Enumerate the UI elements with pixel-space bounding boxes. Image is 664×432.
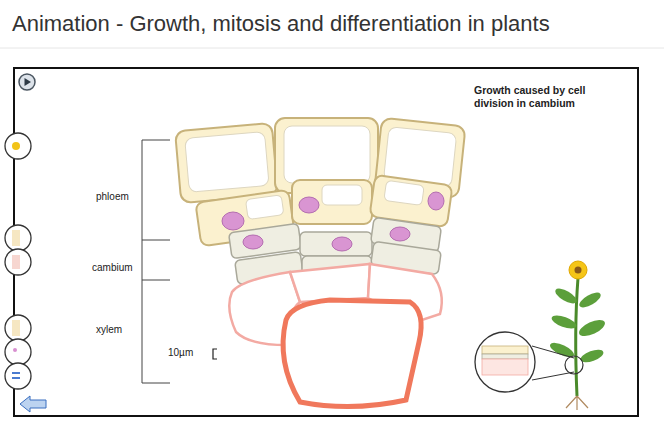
vacuole — [322, 185, 362, 205]
plant-roots — [566, 396, 588, 410]
animation-frame — [14, 68, 638, 416]
xylem-vessel — [283, 300, 421, 407]
nav-tab — [5, 225, 31, 251]
scale-bar — [213, 349, 217, 359]
tab-icon — [12, 230, 20, 246]
xylem-cell — [290, 264, 370, 302]
nucleus — [332, 237, 352, 251]
cambium-cell — [300, 232, 372, 256]
magnified-tissue — [482, 354, 528, 359]
nav-tab — [5, 315, 31, 341]
nucleus — [222, 212, 244, 230]
vacuole — [384, 180, 424, 205]
nav-tab — [5, 339, 31, 365]
leaf — [550, 313, 578, 331]
tissue-label: xylem — [96, 324, 140, 337]
bracket-tick — [142, 280, 170, 281]
nav-tab — [5, 133, 31, 159]
animation-caption: Growth caused by cell division in cambiu… — [474, 84, 602, 110]
tab-icon — [13, 348, 17, 352]
magnified-tissue — [482, 359, 528, 375]
phloem-cell — [175, 123, 278, 203]
vacuole — [284, 126, 370, 183]
leaf — [553, 286, 579, 307]
zoom-line — [532, 346, 574, 358]
nav-tab — [5, 363, 31, 389]
zoom-line — [532, 372, 574, 380]
leaf — [577, 290, 603, 311]
tissue-label: phloem — [96, 191, 140, 204]
back-arrow — [20, 396, 46, 412]
header-rule — [0, 48, 664, 49]
bracket-tick — [142, 240, 170, 241]
vacuole — [185, 132, 269, 193]
vacuole — [245, 195, 283, 220]
play-icon — [25, 78, 32, 86]
tab-icon — [12, 142, 20, 150]
scale-label: 10µm — [168, 347, 212, 360]
nucleus — [428, 192, 444, 210]
zoom-circle — [565, 356, 583, 374]
sunflower-centre — [575, 267, 582, 274]
tab-icon — [12, 255, 20, 269]
phloem-cell — [292, 180, 372, 224]
tissue-label: cambium — [92, 262, 140, 275]
page-title: Animation - Growth, mitosis and differen… — [12, 11, 550, 37]
tab-icon — [12, 320, 20, 336]
tissue-bracket — [142, 140, 170, 383]
nucleus — [390, 227, 410, 241]
nucleus — [243, 235, 263, 249]
play-button — [19, 74, 35, 90]
leaf — [577, 317, 607, 340]
tab-icon — [12, 372, 20, 374]
magnifier-circle — [475, 332, 535, 392]
tab-icon — [12, 377, 20, 379]
nav-tab — [5, 249, 31, 275]
plant-stem — [576, 278, 578, 396]
sunflower-head — [569, 261, 587, 279]
magnified-tissue — [482, 346, 528, 354]
nucleus — [299, 197, 319, 213]
